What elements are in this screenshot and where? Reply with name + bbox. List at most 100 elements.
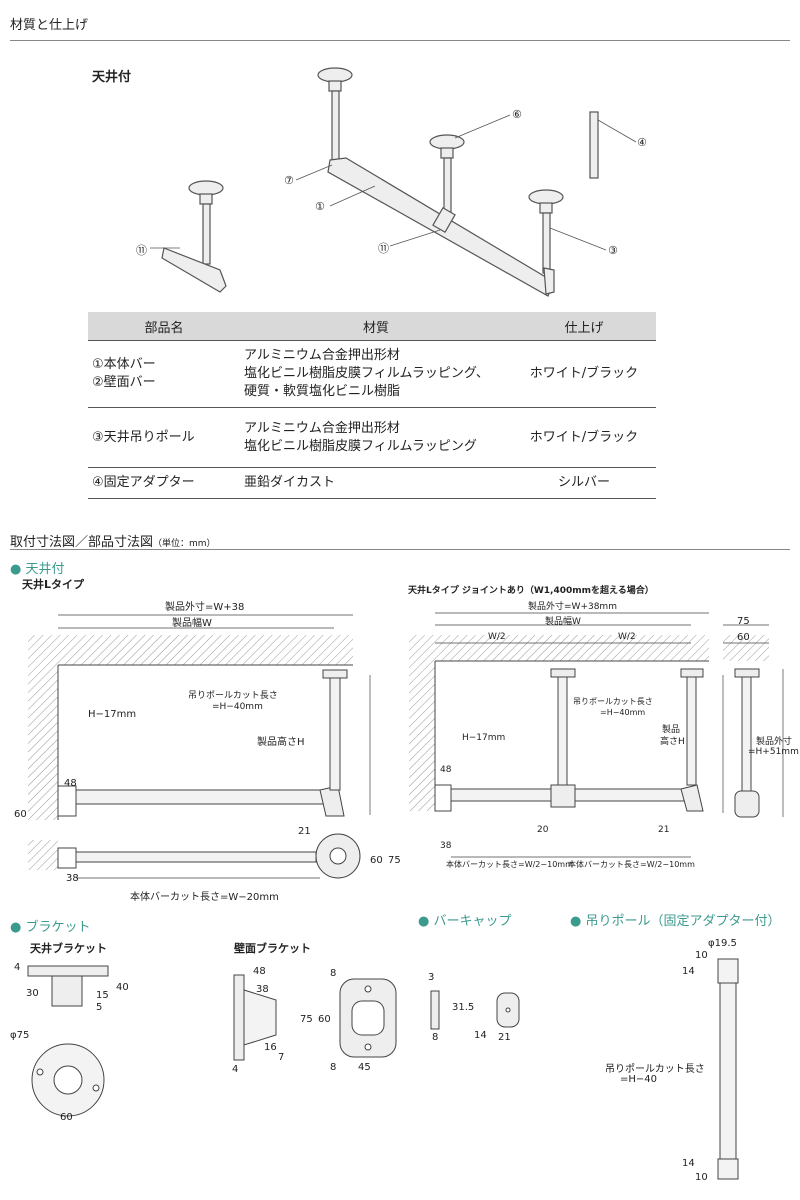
dim-c4: 4 — [14, 962, 21, 973]
header-material: 材質 — [240, 312, 512, 341]
dim-p14a: 14 — [682, 966, 695, 977]
barcap-drawing — [430, 990, 520, 1030]
label-21: 21 — [298, 826, 311, 837]
table-row: ①本体バー ②壁面バー アルミニウム合金押出形材 塩化ビニル樹脂皮膜フィルムラッ… — [88, 340, 656, 408]
label-h17: H−17mm — [88, 709, 137, 720]
callout-4: ④ — [637, 136, 647, 149]
callout-3: ③ — [608, 244, 618, 257]
dim-w7: 7 — [278, 1052, 285, 1063]
dim-w75: 75 — [300, 1014, 313, 1025]
joint-type-drawing — [409, 612, 784, 858]
label-bar-cut: 本体バーカット長さ=W−20mm — [130, 892, 279, 903]
cell-material: 亜鉛ダイカスト — [240, 467, 512, 499]
parts-figure-subtitle: 天井付 — [92, 70, 132, 85]
label-60: 60 — [14, 809, 27, 820]
dim-c40: 40 — [116, 982, 129, 993]
label-half-right: W/2 — [618, 632, 636, 642]
dimensions-unit: （単位：mm） — [153, 539, 216, 549]
dim-w16: 16 — [264, 1042, 277, 1053]
callout-7: ⑪ — [378, 242, 389, 255]
dim-cphi: φ75 — [10, 1030, 30, 1041]
cell-material: アルミニウム合金押出形材 塩化ビニル樹脂皮膜フィルムラッピング、 硬質・軟質塩化… — [240, 340, 512, 408]
label-outer-h-eq: =H+51mm — [748, 747, 799, 757]
part-name: ②壁面バー — [92, 375, 156, 390]
callout-6: ⑦ — [284, 174, 294, 187]
dim-p10b: 10 — [695, 1172, 708, 1183]
part-name: ①本体バー — [92, 357, 156, 372]
callout-1: ① — [315, 200, 325, 213]
label-75-joint: 75 — [737, 616, 750, 627]
dim-b8: 8 — [432, 1032, 439, 1043]
label-height-joint: 製品 — [662, 725, 681, 735]
dim-c5: 5 — [96, 1002, 103, 1013]
dim-w8b: 8 — [330, 1062, 337, 1073]
dim-b14: 14 — [474, 1030, 487, 1041]
label-height-joint-2: 高さH — [660, 737, 685, 747]
cell-part: ③天井吊りポール — [88, 407, 240, 468]
material-line: 塩化ビニル樹脂皮膜フィルムラッピング、 — [244, 366, 489, 381]
dim-c15: 15 — [96, 990, 109, 1001]
heading-ceiling-text: 天井付 — [25, 562, 65, 577]
header-part: 部品名 — [88, 312, 240, 341]
header-finish: 仕上げ — [512, 312, 656, 341]
label-38-joint: 38 — [440, 841, 452, 851]
dim-p14b: 14 — [682, 1158, 695, 1169]
dim-w4: 4 — [232, 1064, 239, 1075]
table-row: ④固定アダプター 亜鉛ダイカスト シルバー — [88, 467, 656, 499]
label-outer: 製品外寸=W+38 — [165, 602, 245, 613]
label-outer-joint: 製品外寸=W+38mm — [528, 602, 617, 612]
ceiling-bracket-drawing — [27, 965, 109, 1117]
parts-illustration — [150, 67, 637, 297]
label-half-left: W/2 — [488, 632, 506, 642]
section-title-dimensions: 取付寸法図／部品寸法図（単位：mm） — [10, 531, 216, 550]
dim-w48: 48 — [253, 966, 266, 977]
heading-pole: ● 吊りポール（固定アダプター付） — [570, 914, 781, 929]
dim-b315: 31.5 — [452, 1002, 475, 1013]
heading-ceiling: ● 天井付 — [10, 562, 65, 577]
dim-cut: 吊りポールカット長さ — [605, 1064, 705, 1075]
material-line: 硬質・軟質塩化ビニル樹脂 — [244, 384, 401, 399]
dim-w45: 45 — [358, 1062, 371, 1073]
section-title-materials: 材質と仕上げ — [10, 18, 89, 33]
l-type-drawing — [28, 614, 371, 879]
label-pole-cut: 吊りポールカット長さ — [188, 691, 278, 701]
heading-bracket-text: ブラケット — [25, 920, 91, 935]
heading-bracket: ● ブラケット — [10, 920, 91, 935]
label-pole-cut-eq: =H−40mm — [212, 702, 263, 712]
heading-barcap-text: バーキャップ — [433, 914, 512, 929]
dim-w8a: 8 — [330, 968, 337, 979]
label-pole-cut-joint: 吊りポールカット長さ — [573, 697, 653, 706]
wall-bracket-title: 壁面ブラケット — [234, 942, 311, 955]
label-60b: 60 — [370, 855, 383, 866]
material-line: 塩化ビニル樹脂皮膜フィルムラッピング — [244, 438, 477, 454]
cell-material: アルミニウム合金押出形材 塩化ビニル樹脂皮膜フィルムラッピング — [240, 407, 512, 468]
label-60-joint: 60 — [737, 632, 750, 643]
label-75: 75 — [388, 855, 401, 866]
label-width: 製品幅W — [172, 618, 212, 629]
dim-cut-eq: =H−40 — [620, 1074, 658, 1085]
dim-phi: φ19.5 — [708, 938, 737, 949]
cell-finish: ホワイト/ブラック — [512, 340, 656, 408]
table-row: ③天井吊りポール アルミニウム合金押出形材 塩化ビニル樹脂皮膜フィルムラッピング… — [88, 407, 656, 468]
label-21-joint: 21 — [658, 825, 670, 835]
joint-type-title: 天井Lタイプ ジョイントあり（W1,400mmを超える場合） — [408, 586, 654, 596]
dim-p10a: 10 — [695, 950, 708, 961]
callout-11: ⑪ — [136, 244, 147, 257]
divider — [10, 549, 790, 550]
label-48: 48 — [64, 778, 77, 789]
table-header-row: 部品名 材質 仕上げ — [88, 312, 656, 341]
label-48-joint: 48 — [440, 765, 452, 775]
label-width-joint: 製品幅W — [545, 617, 581, 627]
dim-b3: 3 — [428, 972, 435, 983]
label-outer-h: 製品外寸 — [756, 737, 793, 747]
label-20-joint: 20 — [537, 825, 549, 835]
wall-bracket-drawing — [233, 974, 397, 1061]
materials-table: 部品名 材質 仕上げ ①本体バー ②壁面バー アルミニウム合金押出形材 塩化ビニ… — [88, 312, 656, 499]
ceiling-bracket-title: 天井ブラケット — [30, 942, 107, 955]
l-type-title: 天井Lタイプ — [22, 578, 85, 591]
cell-part: ①本体バー ②壁面バー — [88, 340, 240, 408]
label-height: 製品高さH — [257, 737, 305, 748]
dim-w38: 38 — [256, 984, 269, 995]
dim-b21: 21 — [498, 1032, 511, 1043]
dim-c30: 30 — [26, 988, 39, 999]
